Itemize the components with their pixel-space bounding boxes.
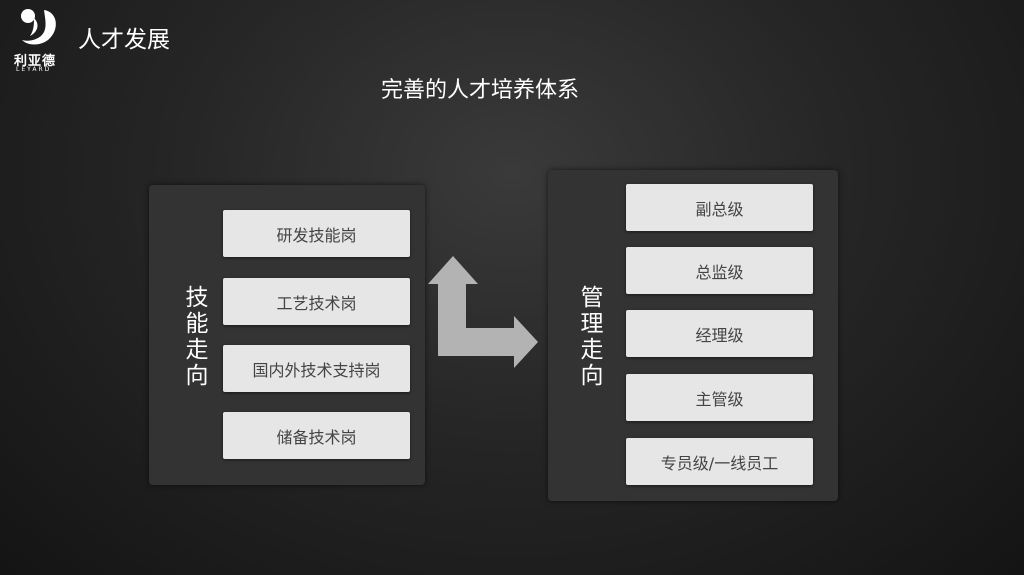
mgmt-item-director: 总监级: [626, 247, 813, 294]
section-title: 人才发展: [78, 27, 170, 53]
brand-name-en: LEYARD: [16, 66, 52, 73]
skills-item-process: 工艺技术岗: [223, 278, 410, 325]
leyard-logo-icon: [14, 6, 78, 50]
skills-item-reserve: 储备技术岗: [223, 412, 410, 459]
skills-track-label: 技 能 走 向: [185, 285, 209, 389]
page-title: 完善的人才培养体系: [380, 78, 579, 103]
mgmt-item-manager: 经理级: [626, 310, 813, 357]
management-track-label: 管 理 走 向: [580, 285, 604, 389]
skills-item-rd: 研发技能岗: [223, 210, 410, 257]
bent-arrow-icon: [428, 256, 538, 372]
skills-item-support: 国内外技术支持岗: [223, 345, 410, 392]
mgmt-item-vp: 副总级: [626, 184, 813, 231]
mgmt-item-supervisor: 主管级: [626, 374, 813, 421]
mgmt-item-staff: 专员级/一线员工: [626, 438, 813, 485]
brand-name-cn: 利亚德: [14, 54, 57, 69]
